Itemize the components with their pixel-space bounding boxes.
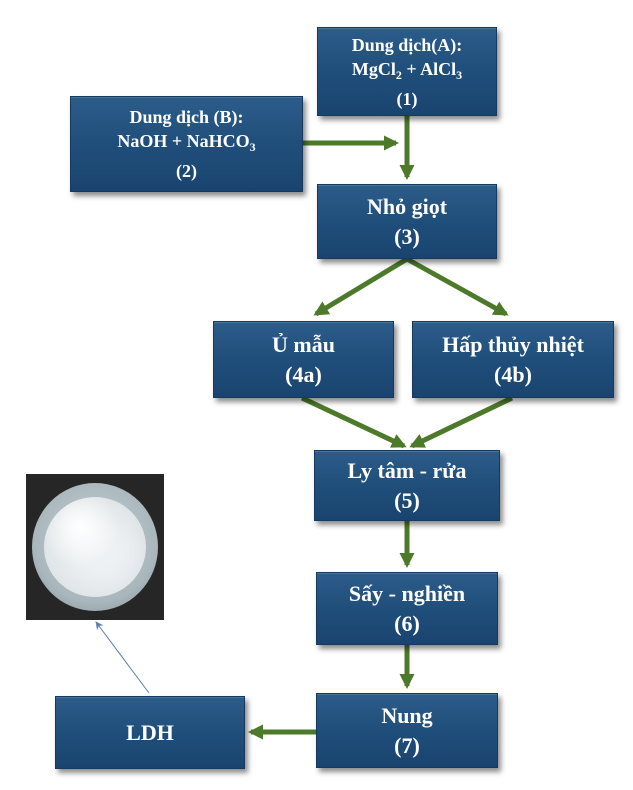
step-4b-hydrothermal: Hấp thủy nhiệt (4b) bbox=[412, 321, 614, 398]
step-1-number: (1) bbox=[396, 88, 418, 109]
product-ldh: LDH bbox=[55, 696, 245, 769]
step-2-number: (2) bbox=[176, 161, 197, 181]
step-3-dropwise: Nhỏ giọt (3) bbox=[317, 184, 497, 259]
mgcl-subscript: 2 bbox=[395, 67, 402, 82]
step-7-number: (7) bbox=[394, 732, 420, 758]
petri-dish bbox=[32, 483, 158, 611]
mgcl-text: MgCl bbox=[351, 58, 396, 79]
white-powder bbox=[44, 497, 146, 597]
product-label: LDH bbox=[126, 719, 174, 745]
nahco-subscript: 3 bbox=[249, 140, 256, 154]
ldh-powder-photo bbox=[26, 474, 164, 620]
step-6-number: (6) bbox=[394, 610, 420, 636]
arrow-product-to-photo bbox=[95, 621, 150, 694]
arrow-drop-to-aging bbox=[313, 256, 409, 317]
naoh-text: NaOH + NaHCO bbox=[117, 131, 250, 151]
step-2-solution-b: Dung dịch (B): NaOH + NaHCO3 (2) bbox=[70, 96, 303, 192]
step-5-number: (5) bbox=[394, 487, 420, 513]
step-3-number: (3) bbox=[394, 223, 420, 249]
step-6-dry-grind: Sấy - nghiền (6) bbox=[316, 572, 498, 645]
step-4a-aging: Ủ mẫu (4a) bbox=[213, 321, 394, 398]
step-5-label: Ly tâm - rửa bbox=[347, 457, 467, 483]
step-7-label: Nung bbox=[381, 702, 433, 728]
step-3-label: Nhỏ giọt bbox=[366, 193, 448, 219]
step-1-title: Dung dịch(A): bbox=[351, 34, 463, 55]
step-1-solution-a: Dung dịch(A): MgCl2 + AlCl3 (1) bbox=[317, 27, 497, 116]
step-2-formula: NaOH + NaHCO3 bbox=[117, 129, 255, 159]
alcl-subscript: 3 bbox=[456, 67, 463, 82]
step-7-calcination: Nung (7) bbox=[316, 693, 498, 768]
step-4b-label: Hấp thủy nhiệt bbox=[442, 331, 584, 357]
step-4a-number: (4a) bbox=[285, 361, 322, 387]
step-4b-number: (4b) bbox=[494, 361, 532, 387]
step-2-title: Dung dịch (B): bbox=[129, 107, 244, 127]
arrow-drop-to-hydro bbox=[405, 256, 509, 317]
step-5-centrifuge-wash: Ly tâm - rửa (5) bbox=[314, 450, 500, 521]
step-1-formula: MgCl2 + AlCl3 bbox=[352, 57, 462, 87]
alcl-text: + AlCl bbox=[401, 58, 457, 79]
step-4a-label: Ủ mẫu bbox=[272, 331, 335, 357]
arrow-aging-to-centri bbox=[300, 395, 407, 449]
step-6-label: Sấy - nghiền bbox=[348, 580, 466, 606]
arrow-hydro-to-centri bbox=[409, 395, 514, 449]
